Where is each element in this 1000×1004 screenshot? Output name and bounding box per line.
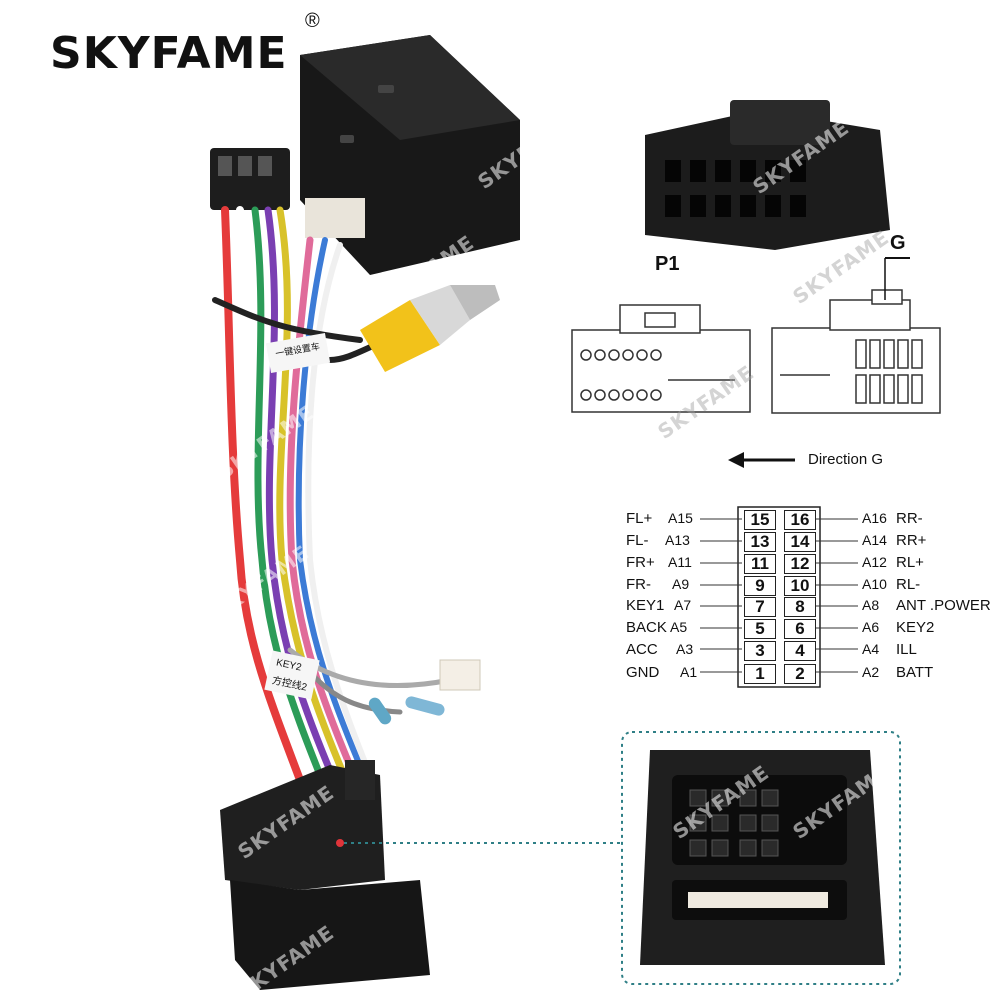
pin-number-box: 1 [744,664,776,684]
pin-name: BATT [896,664,934,681]
pin-number-box: 7 [744,597,776,617]
pin-name: RL- [896,576,921,593]
pin-number-box: 12 [784,554,816,574]
pin-name: BACK [626,619,667,636]
pin-name: ACC [626,641,658,658]
pin-name: KEY1 [626,597,665,614]
pin-code: A5 [670,619,688,635]
brand-logo: SKYFAME [50,28,288,79]
g-label: G [890,232,906,254]
pin-number-box: 3 [744,641,776,661]
pin-code: A1 [680,664,698,680]
bottom-connector-detail-photo [640,750,885,965]
pin-code: A16 [862,510,887,526]
pin-name: KEY2 [896,619,935,636]
pin-code: A14 [862,532,887,548]
pin-code: A7 [674,597,692,613]
connector-line-drawing-right [771,257,941,414]
pin-code: A12 [862,554,887,570]
pin-name: FL- [626,532,649,549]
pin-number-box: 10 [784,576,816,596]
pin-code: A6 [862,619,880,635]
direction-label: Direction G [808,451,884,468]
direction-arrow [728,452,795,468]
rca-plug [360,285,500,372]
pin-number-box: 9 [744,576,776,596]
pin-number-box: 15 [744,510,776,530]
decoder-box [300,35,520,275]
detail-callout-frame [621,731,901,985]
key-connector [368,659,481,725]
pin-code: A3 [676,641,694,657]
bottom-connector [220,760,430,990]
pin-name: RL+ [896,554,924,571]
pin-name: GND [626,664,660,681]
p1-connector-photo [645,100,890,250]
pin-number-box: 13 [744,532,776,552]
pin-code: A15 [668,510,693,526]
pin-name: FR+ [626,554,655,571]
pin-name: FR- [626,576,651,593]
pin-code: A2 [862,664,880,680]
p1-label: P1 [655,253,680,275]
pin-number-box: 16 [784,510,816,530]
pin-number-box: 2 [784,664,816,684]
pin-number-box: 4 [784,641,816,661]
pin-name: FL+ [626,510,653,527]
pin-code: A9 [672,576,690,592]
connector-line-drawing-left [571,304,751,413]
pin-number-box: 11 [744,554,776,574]
pin-number-box: 6 [784,619,816,639]
pin-name: ILL [896,641,917,658]
pin-name: RR+ [896,532,927,549]
top-connector [210,148,290,210]
pin-number-box: 5 [744,619,776,639]
pin-code: A4 [862,641,880,657]
registered-mark: ® [305,10,320,32]
pinout-frame [737,506,821,688]
pin-number-box: 14 [784,532,816,552]
pin-code: A8 [862,597,880,613]
pin-code: A13 [665,532,690,548]
pin-name: RR- [896,510,923,527]
pin-number-box: 8 [784,597,816,617]
pin-name: ANT .POWER [896,597,991,614]
pin-code: A10 [862,576,887,592]
pin-code: A11 [668,554,692,570]
